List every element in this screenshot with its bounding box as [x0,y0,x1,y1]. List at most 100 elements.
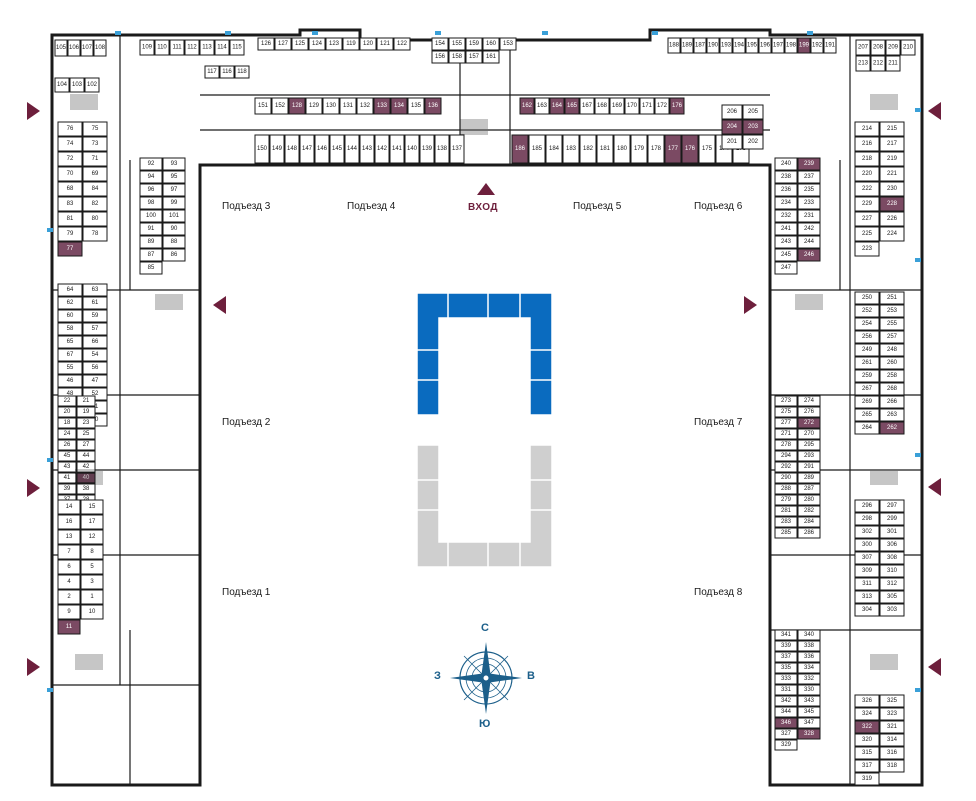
room-132[interactable]: 132 [356,97,374,115]
room-204[interactable]: 204 [721,119,743,135]
room-309[interactable]: 309 [854,564,880,578]
room-264[interactable]: 264 [854,421,880,435]
room-89[interactable]: 89 [139,235,163,249]
room-292[interactable]: 292 [774,461,798,473]
room-185[interactable]: 185 [528,134,546,164]
room-137[interactable]: 137 [449,134,465,164]
room-140[interactable]: 140 [404,134,420,164]
room-27[interactable]: 27 [76,439,96,451]
room-341[interactable]: 341 [774,629,798,641]
room-103[interactable]: 103 [69,77,85,93]
room-61[interactable]: 61 [82,296,108,310]
room-267[interactable]: 267 [854,382,880,396]
room-165[interactable]: 165 [564,97,580,115]
room-168[interactable]: 168 [594,97,610,115]
room-275[interactable]: 275 [774,406,798,418]
room-190[interactable]: 190 [706,37,720,54]
room-75[interactable]: 75 [82,121,108,137]
room-11[interactable]: 11 [57,619,81,635]
room-87[interactable]: 87 [139,248,163,262]
entrance-arrow-icon[interactable] [27,658,40,676]
room-250[interactable]: 250 [854,291,880,305]
room-191[interactable]: 191 [823,37,837,54]
room-156[interactable]: 156 [431,50,449,64]
room-303[interactable]: 303 [879,603,905,617]
room-162[interactable]: 162 [519,97,535,115]
room-118[interactable]: 118 [234,65,250,79]
room-244[interactable]: 244 [797,235,821,249]
room-329[interactable]: 329 [774,739,798,751]
room-296[interactable]: 296 [854,499,880,513]
room-21[interactable]: 21 [76,395,96,407]
entrance-arrow-icon[interactable] [928,478,941,496]
room-322[interactable]: 322 [854,720,880,734]
room-131[interactable]: 131 [339,97,357,115]
room-251[interactable]: 251 [879,291,905,305]
room-47[interactable]: 47 [82,374,108,388]
room-202[interactable]: 202 [742,134,764,150]
room-194[interactable]: 194 [732,37,746,54]
room-298[interactable]: 298 [854,512,880,526]
room-238[interactable]: 238 [774,170,798,184]
room-183[interactable]: 183 [562,134,580,164]
room-116[interactable]: 116 [219,65,235,79]
room-327[interactable]: 327 [774,728,798,740]
room-82[interactable]: 82 [82,196,108,212]
room-268[interactable]: 268 [879,382,905,396]
room-314[interactable]: 314 [879,733,905,747]
room-265[interactable]: 265 [854,408,880,422]
room-199[interactable]: 199 [797,37,811,54]
room-213[interactable]: 213 [855,55,871,72]
room-111[interactable]: 111 [169,39,185,56]
room-228[interactable]: 228 [879,196,905,212]
room-96[interactable]: 96 [139,183,163,197]
room-18[interactable]: 18 [57,417,77,429]
room-266[interactable]: 266 [879,395,905,409]
room-16[interactable]: 16 [57,514,81,530]
room-301[interactable]: 301 [879,525,905,539]
room-99[interactable]: 99 [162,196,186,210]
room-151[interactable]: 151 [254,97,272,115]
room-214[interactable]: 214 [854,121,880,137]
entrance-arrow-icon[interactable] [928,658,941,676]
room-283[interactable]: 283 [774,516,798,528]
room-41[interactable]: 41 [57,472,77,484]
room-24[interactable]: 24 [57,428,77,440]
room-129[interactable]: 129 [305,97,323,115]
room-291[interactable]: 291 [797,461,821,473]
room-42[interactable]: 42 [76,461,96,473]
room-219[interactable]: 219 [879,151,905,167]
room-307[interactable]: 307 [854,551,880,565]
room-211[interactable]: 211 [885,55,901,72]
room-67[interactable]: 67 [57,348,83,362]
room-94[interactable]: 94 [139,170,163,184]
room-297[interactable]: 297 [879,499,905,513]
room-269[interactable]: 269 [854,395,880,409]
room-241[interactable]: 241 [774,222,798,236]
room-245[interactable]: 245 [774,248,798,262]
room-145[interactable]: 145 [329,134,345,164]
room-164[interactable]: 164 [549,97,565,115]
room-5[interactable]: 5 [80,559,104,575]
room-138[interactable]: 138 [434,134,450,164]
room-326[interactable]: 326 [854,694,880,708]
room-127[interactable]: 127 [274,37,292,51]
room-339[interactable]: 339 [774,640,798,652]
room-54[interactable]: 54 [82,348,108,362]
room-321[interactable]: 321 [879,720,905,734]
room-232[interactable]: 232 [774,209,798,223]
room-280[interactable]: 280 [797,494,821,506]
room-161[interactable]: 161 [482,50,500,64]
room-222[interactable]: 222 [854,181,880,197]
room-8[interactable]: 8 [80,544,104,560]
room-15[interactable]: 15 [80,499,104,515]
room-46[interactable]: 46 [57,374,83,388]
room-289[interactable]: 289 [797,472,821,484]
room-279[interactable]: 279 [774,494,798,506]
room-167[interactable]: 167 [579,97,595,115]
room-7[interactable]: 7 [57,544,81,560]
room-38[interactable]: 38 [76,483,96,495]
room-317[interactable]: 317 [854,759,880,773]
room-142[interactable]: 142 [374,134,390,164]
room-277[interactable]: 277 [774,417,798,429]
